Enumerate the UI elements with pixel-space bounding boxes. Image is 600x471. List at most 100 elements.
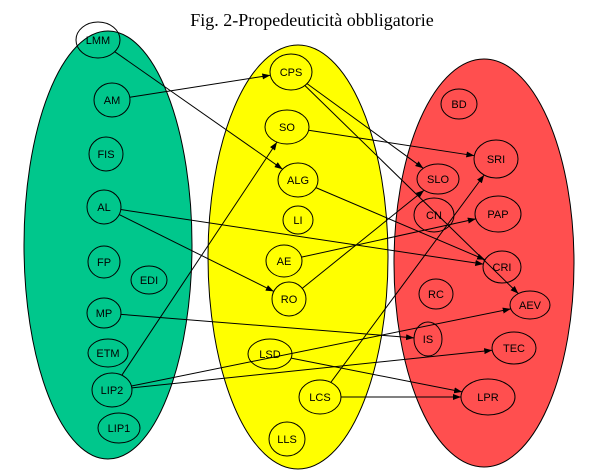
node-lip2-label: LIP2 bbox=[101, 385, 124, 397]
node-ae: AE bbox=[265, 244, 303, 278]
node-slo-outline bbox=[416, 163, 460, 195]
node-am-label: AM bbox=[104, 95, 121, 107]
node-lcs-outline bbox=[298, 379, 342, 415]
node-mp: MP bbox=[86, 297, 122, 329]
edge-ro-to-slo bbox=[301, 189, 425, 289]
node-edi: EDI bbox=[130, 265, 168, 295]
node-sri-outline bbox=[473, 139, 519, 179]
node-lip1-label: LIP1 bbox=[108, 423, 131, 435]
node-lmm-label: LMM bbox=[86, 35, 110, 47]
node-lip1-outline bbox=[97, 412, 141, 444]
node-is: IS bbox=[413, 321, 443, 357]
node-edi-label: EDI bbox=[140, 275, 158, 287]
edge-mp-to-is bbox=[120, 313, 415, 341]
edge-lsd-to-lpr bbox=[291, 357, 463, 394]
node-tec-outline bbox=[491, 331, 537, 365]
node-fp: FP bbox=[87, 245, 121, 279]
node-lpr: LPR bbox=[460, 378, 516, 416]
node-etm-outline bbox=[87, 338, 129, 368]
node-rc-label: RC bbox=[428, 289, 444, 301]
node-so: SO bbox=[264, 109, 310, 145]
node-pap-outline bbox=[474, 195, 522, 233]
node-fis-outline bbox=[88, 136, 124, 172]
node-lip1: LIP1 bbox=[97, 412, 141, 444]
node-cps-outline bbox=[269, 53, 313, 91]
node-lcs-label: LCS bbox=[309, 392, 330, 404]
node-lsd-outline bbox=[247, 338, 293, 370]
node-sri-label: SRI bbox=[487, 154, 505, 166]
edge-al-to-ro bbox=[118, 214, 275, 292]
node-lls: LLS bbox=[268, 421, 306, 457]
node-lsd-label: LSD bbox=[259, 349, 280, 361]
node-alg: ALG bbox=[277, 162, 319, 198]
node-slo-label: SLO bbox=[427, 174, 449, 186]
node-al-label: AL bbox=[97, 202, 110, 214]
node-bd: BD bbox=[440, 88, 478, 120]
node-fp-label: FP bbox=[97, 257, 111, 269]
node-cri: CRI bbox=[482, 250, 522, 284]
node-etm: ETM bbox=[87, 338, 129, 368]
node-cri-outline bbox=[482, 250, 522, 284]
edge-lip2-to-tec bbox=[131, 348, 493, 389]
node-so-outline bbox=[264, 109, 310, 145]
edge-lip2-to-aev bbox=[131, 307, 511, 387]
node-is-label: IS bbox=[423, 334, 433, 346]
edge-cps-to-slo bbox=[306, 83, 424, 169]
node-cn-outline bbox=[413, 197, 455, 233]
node-aev-label: AEV bbox=[519, 300, 542, 312]
node-lsd: LSD bbox=[247, 338, 293, 370]
node-aev-outline bbox=[509, 290, 551, 320]
node-am: AM bbox=[93, 82, 131, 118]
node-etm-label: ETM bbox=[96, 348, 119, 360]
node-ro-label: RO bbox=[281, 294, 298, 306]
node-mp-outline bbox=[86, 297, 122, 329]
node-fis-label: FIS bbox=[97, 149, 114, 161]
edge-lip2-to-so bbox=[121, 141, 278, 376]
node-sri: SRI bbox=[473, 139, 519, 179]
node-cn-label: CN bbox=[426, 210, 442, 222]
node-mp-label: MP bbox=[96, 308, 113, 320]
node-cn: CN bbox=[413, 197, 455, 233]
node-lmm-outline bbox=[75, 21, 121, 59]
node-slo: SLO bbox=[416, 163, 460, 195]
node-pap-label: PAP bbox=[487, 209, 508, 221]
edge-so-to-sri bbox=[308, 129, 475, 158]
node-al: AL bbox=[86, 189, 122, 225]
edge-am-to-cps bbox=[129, 73, 271, 98]
node-cps: CPS bbox=[269, 53, 313, 91]
node-alg-outline bbox=[277, 162, 319, 198]
node-lip2: LIP2 bbox=[91, 372, 133, 408]
edge-lcs-to-sri bbox=[330, 174, 485, 383]
node-ro-outline bbox=[271, 281, 307, 317]
node-lip2-outline bbox=[91, 372, 133, 408]
node-tec: TEC bbox=[491, 331, 537, 365]
node-li-label: LI bbox=[293, 215, 302, 227]
node-fis: FIS bbox=[88, 136, 124, 172]
node-tec-label: TEC bbox=[503, 343, 525, 355]
node-bd-label: BD bbox=[451, 99, 466, 111]
node-am-outline bbox=[93, 82, 131, 118]
node-lpr-label: LPR bbox=[477, 392, 498, 404]
node-rc: RC bbox=[418, 278, 454, 310]
node-alg-label: ALG bbox=[287, 175, 309, 187]
node-cri-label: CRI bbox=[493, 262, 512, 274]
node-bd-outline bbox=[440, 88, 478, 120]
node-li-outline bbox=[282, 205, 314, 235]
node-al-outline bbox=[86, 189, 122, 225]
node-lpr-outline bbox=[460, 378, 516, 416]
edge-lmm-to-alg bbox=[114, 51, 283, 170]
node-edi-outline bbox=[130, 265, 168, 295]
node-is-outline bbox=[413, 321, 443, 357]
node-so-label: SO bbox=[279, 122, 295, 134]
node-ae-outline bbox=[265, 244, 303, 278]
node-ro: RO bbox=[271, 281, 307, 317]
node-fp-outline bbox=[87, 245, 121, 279]
group-left-ellipse bbox=[23, 30, 193, 460]
node-lcs: LCS bbox=[298, 379, 342, 415]
edge-alg-to-cri bbox=[315, 187, 486, 261]
node-lls-label: LLS bbox=[277, 434, 297, 446]
figure-title: Fig. 2-Propedeuticità obbligatorie bbox=[190, 10, 434, 30]
node-rc-outline bbox=[418, 278, 454, 310]
node-cps-label: CPS bbox=[280, 67, 303, 79]
